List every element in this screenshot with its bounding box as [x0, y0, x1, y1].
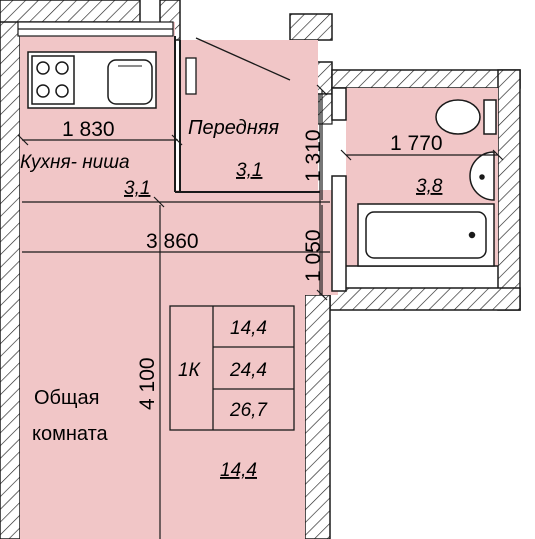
wall-bath-right [497, 69, 521, 311]
floor-corridor [20, 190, 338, 295]
wall-bath-bottom [329, 287, 521, 311]
kitchen-counter [27, 51, 157, 109]
area-table [169, 305, 295, 431]
summary-area-with-balcony: 26,7 [229, 400, 268, 421]
dim-total-width: 3 860 [146, 230, 199, 253]
dimension-lines [17, 84, 504, 539]
wall-left [0, 0, 21, 539]
bath-area: 3,8 [416, 176, 443, 197]
wall-right-lower [304, 294, 331, 539]
dim-hall-depth: 1 310 [302, 129, 325, 182]
apartment-type: 1К [178, 360, 202, 381]
toilet-tank [483, 99, 497, 135]
bath-fixtures [357, 99, 497, 267]
hall-name: Передняя [188, 117, 279, 139]
wall-bath-top [331, 69, 521, 89]
dim-kitchen-width: 1 830 [62, 118, 115, 141]
wall-hall-right [289, 13, 333, 41]
floor-kitchen [20, 22, 175, 205]
hall-area: 3,1 [236, 160, 262, 181]
kitchen-name: Кухня- ниша [20, 152, 130, 173]
living-name-line2: комната [32, 423, 109, 445]
toilet-bowl [435, 99, 481, 135]
dim-passage: 1 050 [302, 229, 325, 282]
floor-living [20, 295, 305, 539]
summary-living-area: 14,4 [230, 318, 267, 339]
dim-room-depth: 4 100 [136, 357, 159, 410]
summary-total-area: 24,4 [229, 360, 267, 381]
sink [107, 59, 153, 105]
wall-top-left [0, 0, 141, 23]
window-top [17, 21, 174, 37]
entry-door [185, 37, 291, 95]
living-area: 14,4 [220, 460, 257, 481]
kitchen-area: 3,1 [124, 178, 150, 199]
dim-bath-width: 1 770 [390, 132, 443, 155]
floor-hall [180, 40, 318, 190]
living-name-line1: Общая [34, 387, 99, 409]
